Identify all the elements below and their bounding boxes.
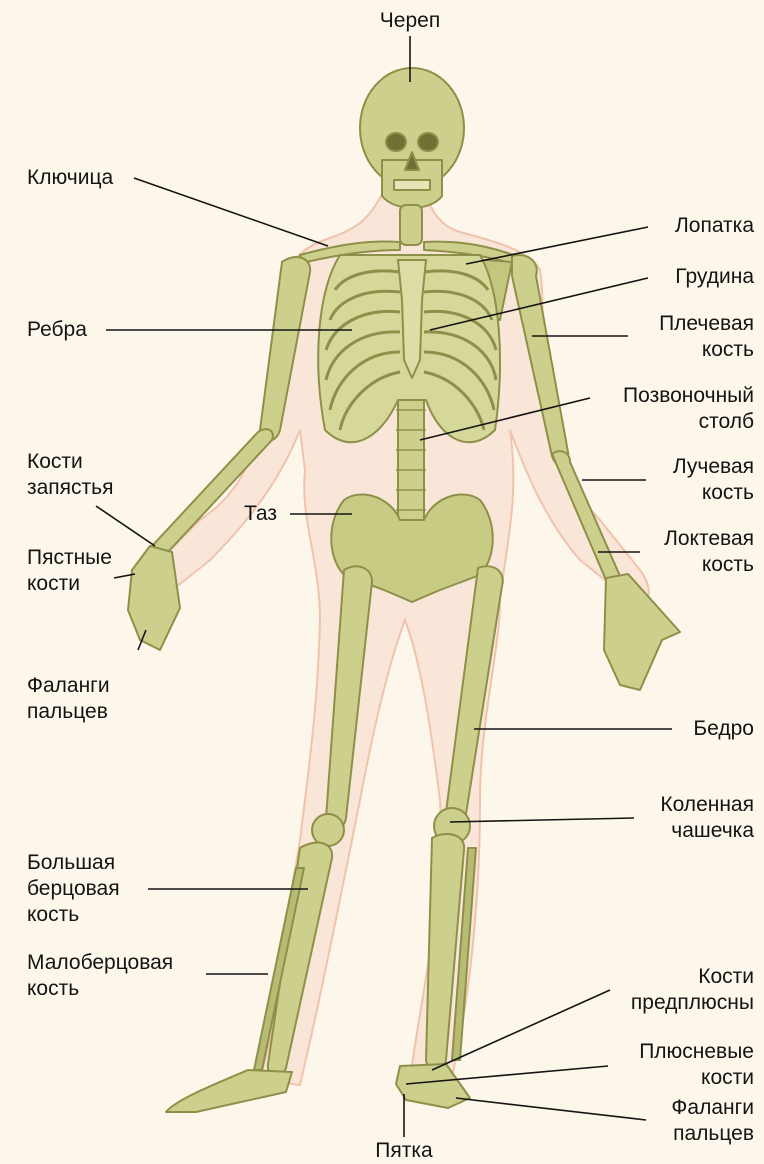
label-hand-phalanges: Фаланги пальцев [27,673,110,725]
label-fibula: Малоберцовая кость [27,950,173,1002]
label-skull: Череп [360,8,460,34]
hand-left [128,546,180,650]
label-tarsal-bones: Кости предплюсны [631,964,754,1016]
eye-socket-right [418,133,438,151]
label-femur: Бедро [693,716,754,742]
label-carpal-bones: Кости запястья [27,449,113,501]
teeth [394,180,430,190]
label-tibia: Большая берцовая кость [27,850,120,928]
eye-socket-left [386,133,406,151]
label-humerus: Плечевая кость [659,311,754,363]
label-scapula: Лопатка [675,213,754,239]
hand-right [604,574,680,690]
label-spine: Позвоночный столб [623,383,754,435]
label-metacarpals: Пястные кости [27,545,112,597]
label-heel: Пятка [354,1138,454,1164]
label-ribs: Ребра [27,317,87,343]
foot-left [166,1070,292,1112]
label-pelvis: Таз [244,501,277,527]
label-sternum: Грудина [675,264,754,290]
label-ulna: Локтевая кость [664,526,754,578]
label-foot-phalanges: Фаланги пальцев [671,1095,754,1147]
label-patella: Коленная чашечка [660,792,754,844]
label-metatarsals: Плюсневые кости [639,1039,754,1091]
label-clavicle: Ключица [27,165,113,191]
bones [128,68,680,1112]
label-radius: Лучевая кость [673,454,754,506]
cervical-spine [400,205,422,245]
patella-left [312,814,344,846]
foot-right [396,1064,470,1108]
